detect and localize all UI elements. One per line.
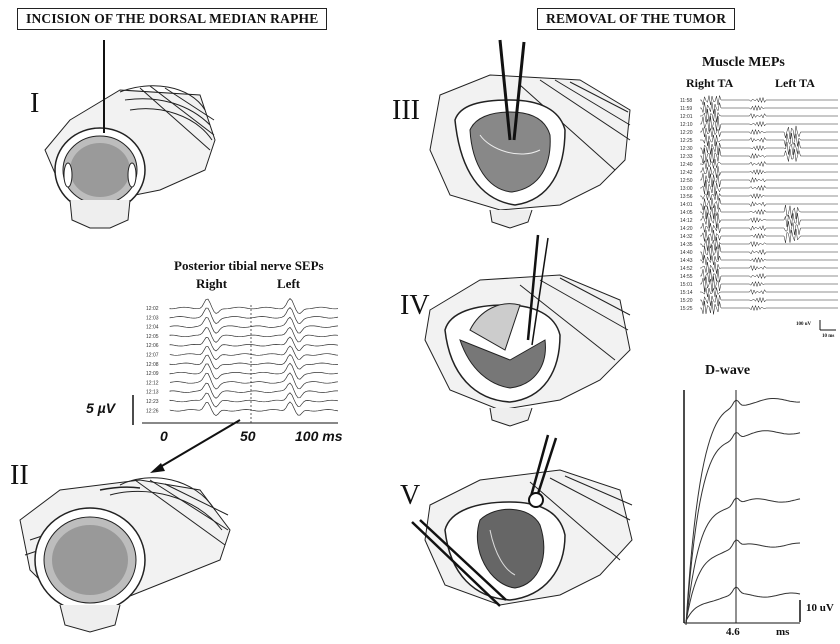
dwave-trace (686, 498, 800, 624)
dwave-trace (686, 431, 800, 625)
dwave-trace (686, 399, 800, 625)
dwave-trace (686, 540, 800, 623)
dwave-trace (686, 587, 800, 623)
